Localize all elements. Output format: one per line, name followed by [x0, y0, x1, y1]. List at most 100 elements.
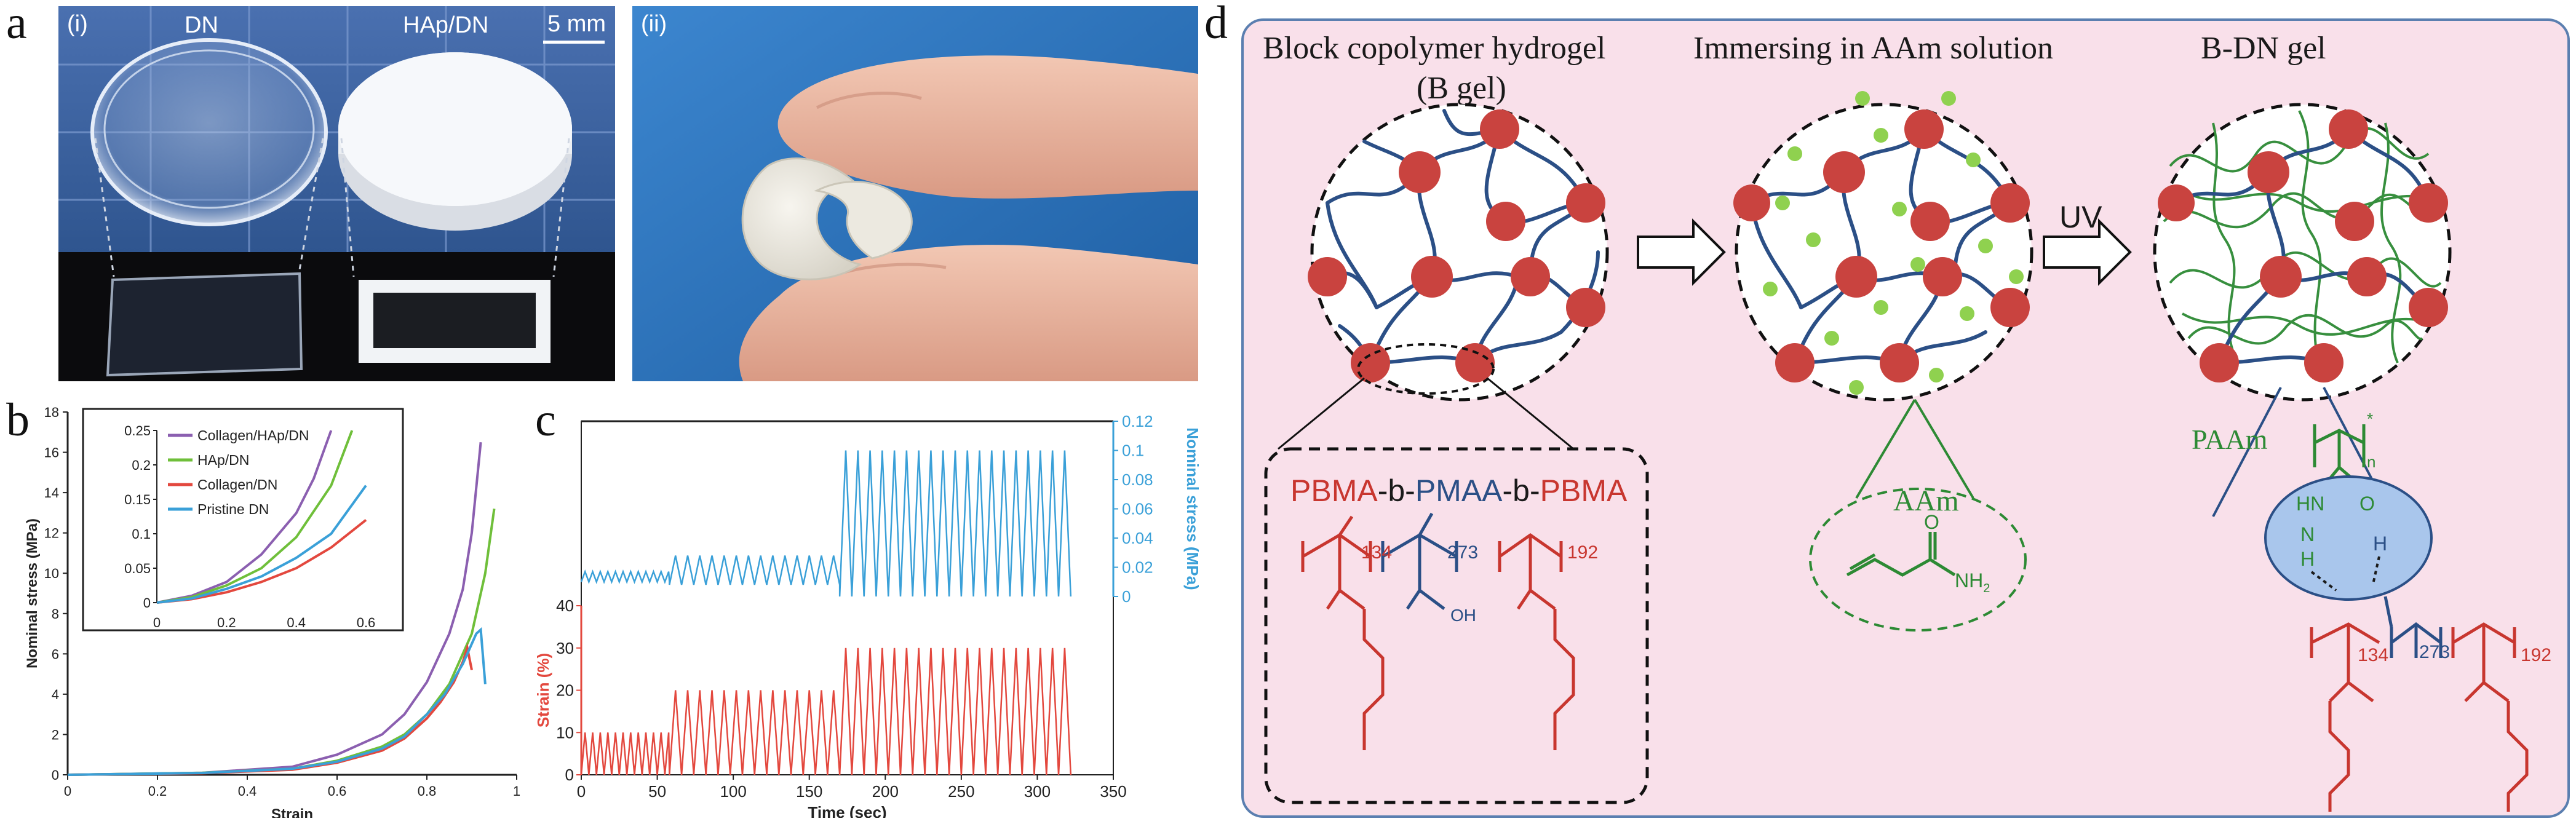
- y-left-tick-label: 0: [565, 766, 574, 784]
- y-tick-label: 0: [52, 767, 59, 783]
- x-tick-label: 1: [513, 783, 520, 799]
- y-left-tick-label: 10: [556, 723, 574, 742]
- hn-label: HN: [2296, 493, 2324, 515]
- x-tick-label: 0: [577, 782, 586, 801]
- x-tick-label: 0.8: [418, 783, 437, 799]
- step2-title: Immersing in AAm solution: [1693, 31, 2053, 66]
- x-tick-label: 300: [1024, 782, 1051, 801]
- x-tick-label: 250: [948, 782, 974, 801]
- n134-upper: 134: [1361, 542, 1392, 563]
- x-tick-label: 100: [720, 782, 746, 801]
- y-right-tick-label: 0.06: [1122, 500, 1153, 518]
- inset-x-tick-label: 0.4: [287, 615, 306, 630]
- panel-letter-c: c: [535, 394, 556, 446]
- y-right-tick-label: 0.02: [1122, 558, 1153, 577]
- y-tick-label: 18: [44, 405, 59, 420]
- inset-frame: [82, 408, 404, 632]
- aam-zoom-circle: [1809, 488, 2027, 632]
- panel-letter-a: a: [6, 0, 27, 49]
- n134-lower: 134: [2358, 645, 2388, 665]
- x-axis-label: Time (sec): [808, 803, 886, 818]
- x-tick-label: 200: [872, 782, 899, 801]
- y-right-tick-label: 0.1: [1122, 442, 1144, 460]
- stress-series-line: [580, 450, 1072, 597]
- y-right-axis-label: Nominal stress (MPa): [1183, 427, 1202, 590]
- inset-series-line: [156, 430, 354, 604]
- panel-letter-b: b: [6, 394, 30, 446]
- x-tick-label: 0: [64, 783, 71, 799]
- photo-finger-gel: (ii): [632, 6, 1198, 381]
- inset-x-tick-label: 0.2: [217, 615, 236, 630]
- h-label: H: [2300, 548, 2315, 570]
- x-axis-label: Strain: [271, 806, 313, 818]
- polymer-zoom-box: [1264, 447, 1649, 804]
- y-tick-label: 4: [52, 687, 59, 702]
- pbma-pmaa-structure: [1301, 512, 1575, 750]
- label-hap-dn: HAp/DN: [403, 12, 489, 38]
- inset-y-tick-label: 0: [143, 595, 151, 611]
- y-tick-label: 16: [44, 445, 59, 461]
- step3-title: B-DN gel: [2201, 31, 2326, 66]
- legend-label: HAp/DN: [197, 452, 249, 468]
- y-right-tick-label: 0: [1122, 587, 1131, 606]
- n-label: N: [2300, 523, 2315, 545]
- oh-label: OH: [1450, 606, 1476, 625]
- x-tick-label: 350: [1100, 782, 1126, 801]
- aam-o: O: [1924, 511, 1939, 533]
- y-tick-label: 14: [44, 485, 59, 501]
- b-gel-network: [1308, 103, 1609, 402]
- series-line: [67, 627, 487, 776]
- photo-finger-gel-drawing: [632, 6, 1198, 381]
- step1-title: Block copolymer hydrogel: [1263, 31, 1605, 66]
- b-dn-gel-network: [2153, 103, 2452, 402]
- scale-bar: [543, 41, 605, 44]
- x-tick-label: 0.4: [238, 783, 257, 799]
- inset-x-tick-label: 0.6: [357, 615, 376, 630]
- series-line: [67, 442, 482, 776]
- n192-lower: 192: [2521, 645, 2551, 665]
- inset-y-tick-label: 0.2: [132, 458, 151, 473]
- photo-dn-hap-dn-drawing: [58, 6, 615, 381]
- x-tick-label: 50: [648, 782, 666, 801]
- scale-bar-label: 5 mm: [547, 11, 606, 37]
- photo-dn-hap-dn: (i) DN HAp/DN 5 mm: [58, 6, 615, 381]
- paam-n: n: [2367, 453, 2375, 471]
- step1-subtitle: (B gel): [1417, 71, 1506, 106]
- y-right-tick-label: 0.04: [1122, 529, 1153, 547]
- inset-series-line: [156, 485, 367, 604]
- n273-lower: 273: [2419, 642, 2450, 662]
- uv-label: UV: [2059, 200, 2102, 234]
- y-tick-label: 6: [52, 646, 59, 662]
- x-tick-label: 0.6: [328, 783, 347, 799]
- inset-series-line: [156, 430, 333, 604]
- o-label-bubble: O: [2359, 493, 2375, 515]
- schematic-drawing: Block copolymer hydrogel (B gel) Immersi…: [1263, 31, 2551, 812]
- n273-upper: 273: [1447, 542, 1478, 563]
- y-left-tick-label: 20: [556, 681, 574, 700]
- legend-label: Pristine DN: [197, 501, 269, 517]
- y-left-axis-label: Strain (%): [535, 653, 552, 727]
- paam-label: PAAm: [2192, 424, 2268, 455]
- n192-upper: 192: [1567, 542, 1598, 563]
- aam-structure: [1846, 532, 1956, 577]
- photo-tag-i: (i): [67, 11, 88, 37]
- x-tick-label: 150: [796, 782, 822, 801]
- strain-series-line: [580, 648, 1072, 775]
- lower-copolymer-structure: [2310, 596, 2529, 812]
- arrow-right-2: [2043, 218, 2132, 286]
- aam-nh2: NH2: [1955, 569, 1990, 595]
- h-label-2: H: [2373, 533, 2387, 555]
- aam-immersion-network: [1733, 91, 2033, 402]
- y-tick-label: 8: [52, 606, 59, 622]
- y-tick-label: 10: [44, 566, 59, 581]
- y-tick-label: 12: [44, 526, 59, 541]
- polymer-name: PBMA-b-PMAA-b-PBMA: [1290, 473, 1628, 508]
- y-tick-label: 2: [52, 727, 59, 742]
- hydrogen-bond-bubble: [2264, 475, 2433, 601]
- arrow-right-1: [1637, 218, 1726, 286]
- y-left-tick-label: 40: [556, 596, 574, 615]
- paam-star: *: [2367, 410, 2373, 428]
- legend-label: Collagen/HAp/DN: [197, 427, 309, 443]
